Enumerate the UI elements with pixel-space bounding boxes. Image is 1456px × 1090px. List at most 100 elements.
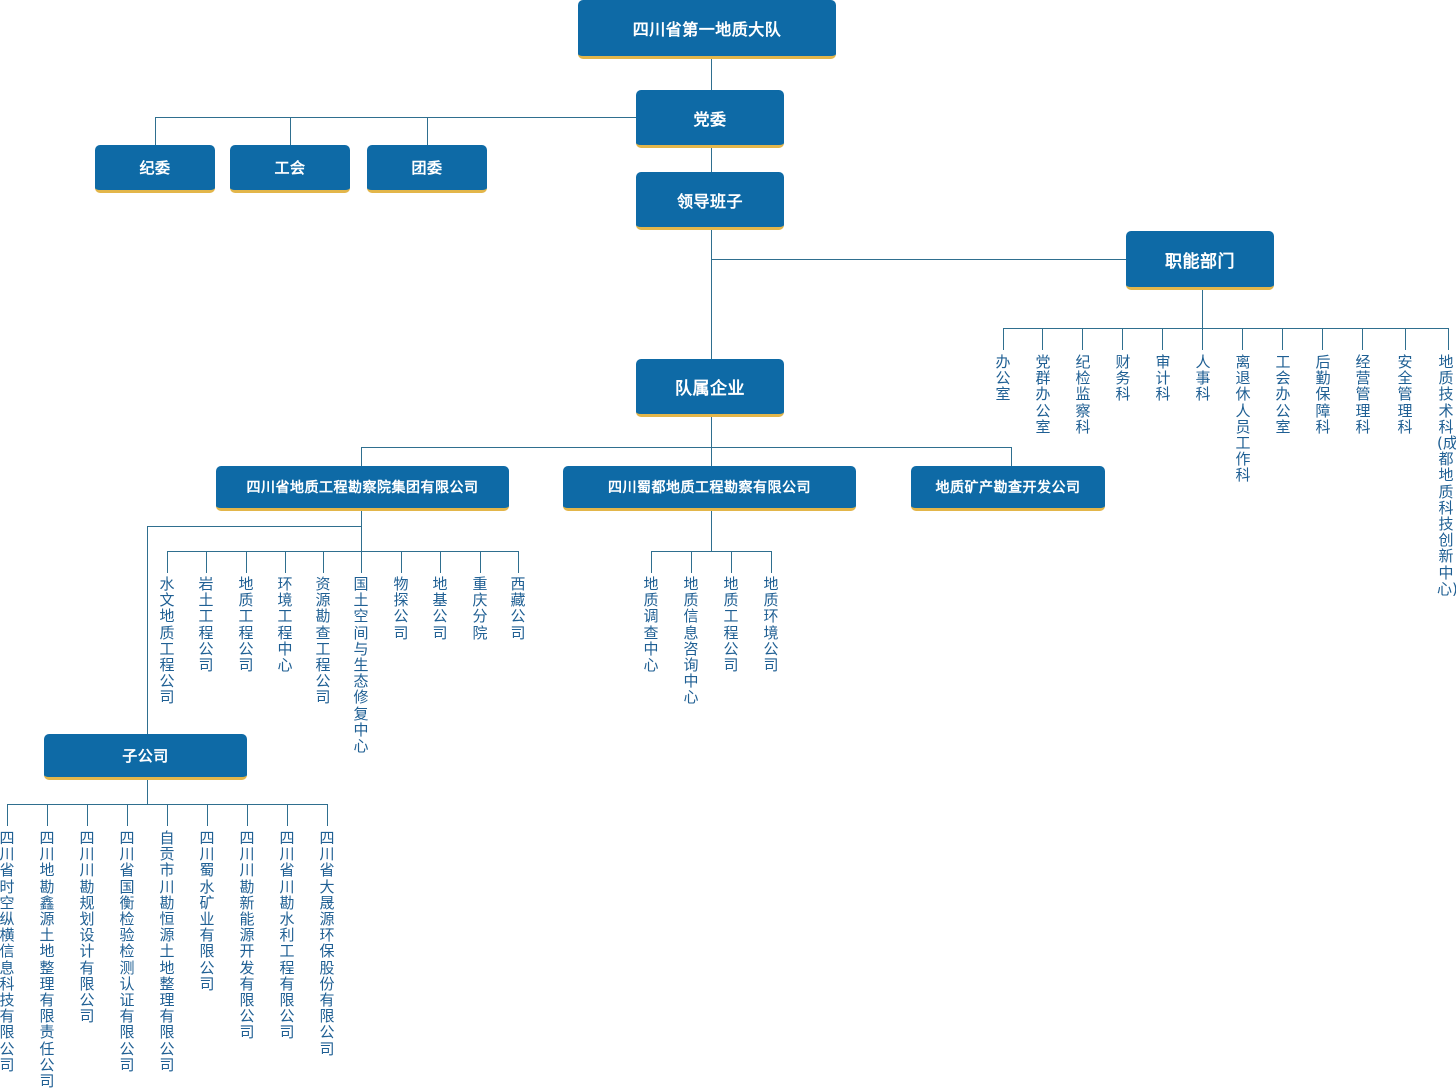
subsidiary-label: 四川省时空纵横信息科技有限公司 — [0, 829, 15, 1074]
connector-line — [1011, 447, 1012, 466]
branch-label: 地质工程公司 — [723, 575, 739, 675]
company-node-mineral-exploration[interactable]: 地质矿产勘查开发公司 — [911, 466, 1105, 511]
connector-line — [361, 447, 362, 466]
connector-tick — [7, 804, 8, 826]
branch-label: 物探公司 — [393, 575, 409, 642]
connector-tick — [401, 551, 402, 573]
department-label: 后勤保障科 — [1315, 353, 1331, 436]
connector-tick — [1242, 328, 1243, 350]
subsidiary-label: 四川川勘新能源开发有限公司 — [239, 829, 255, 1042]
youth-league-node[interactable]: 团委 — [367, 145, 487, 193]
subsidiary-label: 四川蜀水矿业有限公司 — [199, 829, 215, 993]
connector-line — [711, 58, 712, 90]
department-label: 审计科 — [1155, 353, 1171, 404]
department-label: 地质技术科(成都地质科技创新中心) — [1437, 353, 1456, 598]
connector-tick — [87, 804, 88, 826]
branch-label: 岩土工程公司 — [198, 575, 214, 675]
connector-line — [427, 117, 428, 145]
connector-tick — [691, 551, 692, 573]
connector-tick — [127, 804, 128, 826]
party-committee-node[interactable]: 党委 — [636, 90, 784, 148]
connector-line — [1003, 328, 1449, 329]
subsidiary-label: 四川省川勘水利工程有限公司 — [279, 829, 295, 1042]
connector-tick — [480, 551, 481, 573]
connector-line — [147, 526, 148, 734]
connector-tick — [285, 551, 286, 573]
affiliated-enterprises-node[interactable]: 队属企业 — [636, 359, 784, 417]
root-node[interactable]: 四川省第一地质大队 — [578, 0, 836, 59]
department-label: 人事科 — [1195, 353, 1211, 404]
subsidiary-label: 四川地勘鑫源土地整理有限责任公司 — [39, 829, 55, 1090]
leadership-node[interactable]: 领导班子 — [636, 172, 784, 230]
connector-line — [711, 447, 712, 466]
connector-line — [711, 148, 712, 172]
department-label: 党群办公室 — [1035, 353, 1051, 436]
company-node-geological-engineering-group[interactable]: 四川省地质工程勘察院集团有限公司 — [216, 466, 509, 511]
connector-line — [711, 511, 712, 551]
department-label: 纪检监察科 — [1075, 353, 1091, 436]
branch-label: 水文地质工程公司 — [159, 575, 175, 707]
connector-tick — [1042, 328, 1043, 350]
branch-label: 西藏公司 — [510, 575, 526, 642]
connector-tick — [518, 551, 519, 573]
connector-tick — [47, 804, 48, 826]
connector-tick — [1448, 328, 1449, 350]
branch-label: 地质调查中心 — [643, 575, 659, 675]
department-label: 工会办公室 — [1275, 353, 1291, 436]
department-label: 财务科 — [1115, 353, 1131, 404]
connector-tick — [1122, 328, 1123, 350]
department-label: 安全管理科 — [1397, 353, 1413, 436]
department-label: 经营管理科 — [1355, 353, 1371, 436]
discipline-committee-node[interactable]: 纪委 — [95, 145, 215, 193]
connector-line — [361, 511, 362, 551]
connector-tick — [287, 804, 288, 826]
connector-tick — [246, 551, 247, 573]
connector-tick — [167, 551, 168, 573]
connector-tick — [206, 551, 207, 573]
connector-tick — [207, 804, 208, 826]
connector-tick — [1282, 328, 1283, 350]
connector-tick — [731, 551, 732, 573]
connector-tick — [1202, 328, 1203, 350]
connector-line — [155, 117, 156, 145]
subsidiary-label: 四川省大晟源环保股份有限公司 — [319, 829, 335, 1058]
connector-tick — [1362, 328, 1363, 350]
subsidiary-label: 四川川勘规划设计有限公司 — [79, 829, 95, 1026]
connector-line — [147, 526, 361, 527]
connector-line — [1202, 290, 1203, 328]
branch-label: 地基公司 — [432, 575, 448, 642]
functional-departments-node[interactable]: 职能部门 — [1126, 231, 1274, 290]
connector-tick — [167, 804, 168, 826]
company-node-shudu-survey[interactable]: 四川蜀都地质工程勘察有限公司 — [563, 466, 856, 511]
branch-label: 重庆分院 — [472, 575, 488, 642]
subsidiary-label: 自贡市川勘恒源土地整理有限公司 — [159, 829, 175, 1074]
department-label: 离退休人员工作科 — [1235, 353, 1251, 485]
connector-tick — [247, 804, 248, 826]
connector-line — [711, 230, 712, 359]
connector-tick — [327, 804, 328, 826]
connector-line — [167, 551, 518, 552]
connector-tick — [1003, 328, 1004, 350]
connector-line — [147, 780, 148, 804]
connector-line — [361, 447, 1012, 448]
connector-line — [711, 259, 1126, 260]
connector-line — [155, 117, 636, 118]
connector-tick — [361, 551, 362, 573]
subsidiaries-node[interactable]: 子公司 — [44, 734, 247, 780]
branch-label: 地质信息咨询中心 — [683, 575, 699, 707]
department-label: 办公室 — [995, 353, 1011, 404]
connector-tick — [1162, 328, 1163, 350]
connector-tick — [440, 551, 441, 573]
branch-label: 地质环境公司 — [763, 575, 779, 675]
connector-tick — [1405, 328, 1406, 350]
connector-tick — [323, 551, 324, 573]
connector-tick — [1082, 328, 1083, 350]
branch-label: 国土空间与生态修复中心 — [353, 575, 369, 756]
connector-line — [711, 417, 712, 447]
branch-label: 环境工程中心 — [277, 575, 293, 675]
branch-label: 地质工程公司 — [238, 575, 254, 675]
connector-tick — [651, 551, 652, 573]
trade-union-node[interactable]: 工会 — [230, 145, 350, 193]
connector-line — [651, 551, 771, 552]
subsidiary-label: 四川省国衡检验检测认证有限公司 — [119, 829, 135, 1074]
